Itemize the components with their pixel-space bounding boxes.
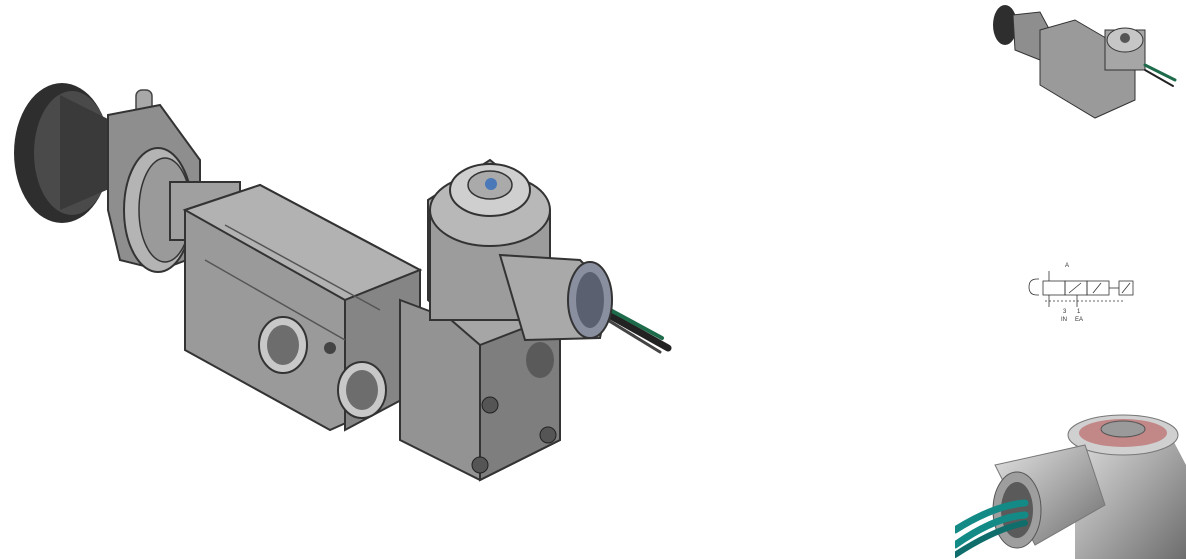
port-a-label: A <box>1065 263 1069 269</box>
conduit-fitting <box>498 253 613 342</box>
valve-assembly-thumbnail[interactable] <box>985 0 1181 125</box>
port-ea-label: EA <box>1075 317 1083 323</box>
port-holes <box>258 316 387 419</box>
port-1-label: 1 <box>1077 309 1081 315</box>
end-cap <box>399 298 561 482</box>
solenoid-coil-photo-thumbnail[interactable] <box>955 405 1186 559</box>
palm-button <box>14 83 130 223</box>
pneumatic-schematic-thumbnail[interactable]: A 3 IN 1 EA <box>1025 255 1137 327</box>
valve-cad-render <box>14 83 672 482</box>
port-in-label: IN <box>1061 317 1067 323</box>
port-3-label: 3 <box>1063 309 1067 315</box>
